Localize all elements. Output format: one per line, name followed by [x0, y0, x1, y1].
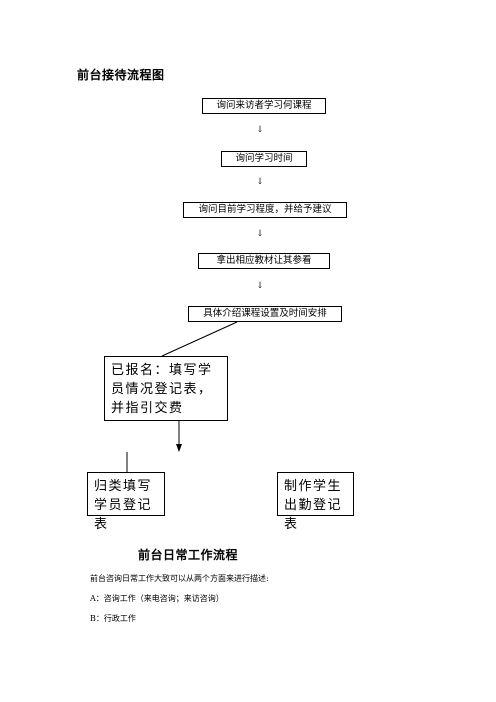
file-registration-box: 归类填写学员登记表 — [87, 472, 165, 532]
down-arrow-icon: ↓ — [256, 281, 264, 291]
step-ask-time: 询问学习时间 — [221, 151, 307, 167]
list-item-admin: B：行政工作 — [90, 614, 136, 623]
list-item-consulting: A：咨询工作（来电咨询；来访咨询） — [90, 594, 224, 603]
step-ask-level: 询问目前学习程度，并给予建议 — [183, 202, 347, 218]
section2-title: 前台日常工作流程 — [138, 548, 239, 562]
attendance-record-box: 制作学生出勤登记表 — [277, 472, 354, 532]
down-arrow-icon: ↓ — [256, 125, 264, 135]
down-arrow-icon: ↓ — [256, 229, 264, 239]
flowchart-title: 前台接待流程图 — [77, 68, 165, 82]
step-introduce-schedule: 具体介绍课程设置及时间安排 — [188, 306, 342, 322]
intro-text: 前台咨询日常工作大致可以从两个方面来进行描述: — [90, 574, 269, 583]
step-show-materials: 拿出相应教材让其参看 — [198, 253, 330, 269]
down-arrow-icon: ↓ — [256, 177, 264, 187]
step-ask-course: 询问来访者学习何课程 — [202, 98, 326, 114]
connector-step5-to-enrolled — [161, 321, 238, 357]
enrolled-box: 已报名：填写学员情况登记表，并指引交费 — [104, 356, 228, 421]
arrowhead-enrolled-to-file — [176, 444, 182, 452]
